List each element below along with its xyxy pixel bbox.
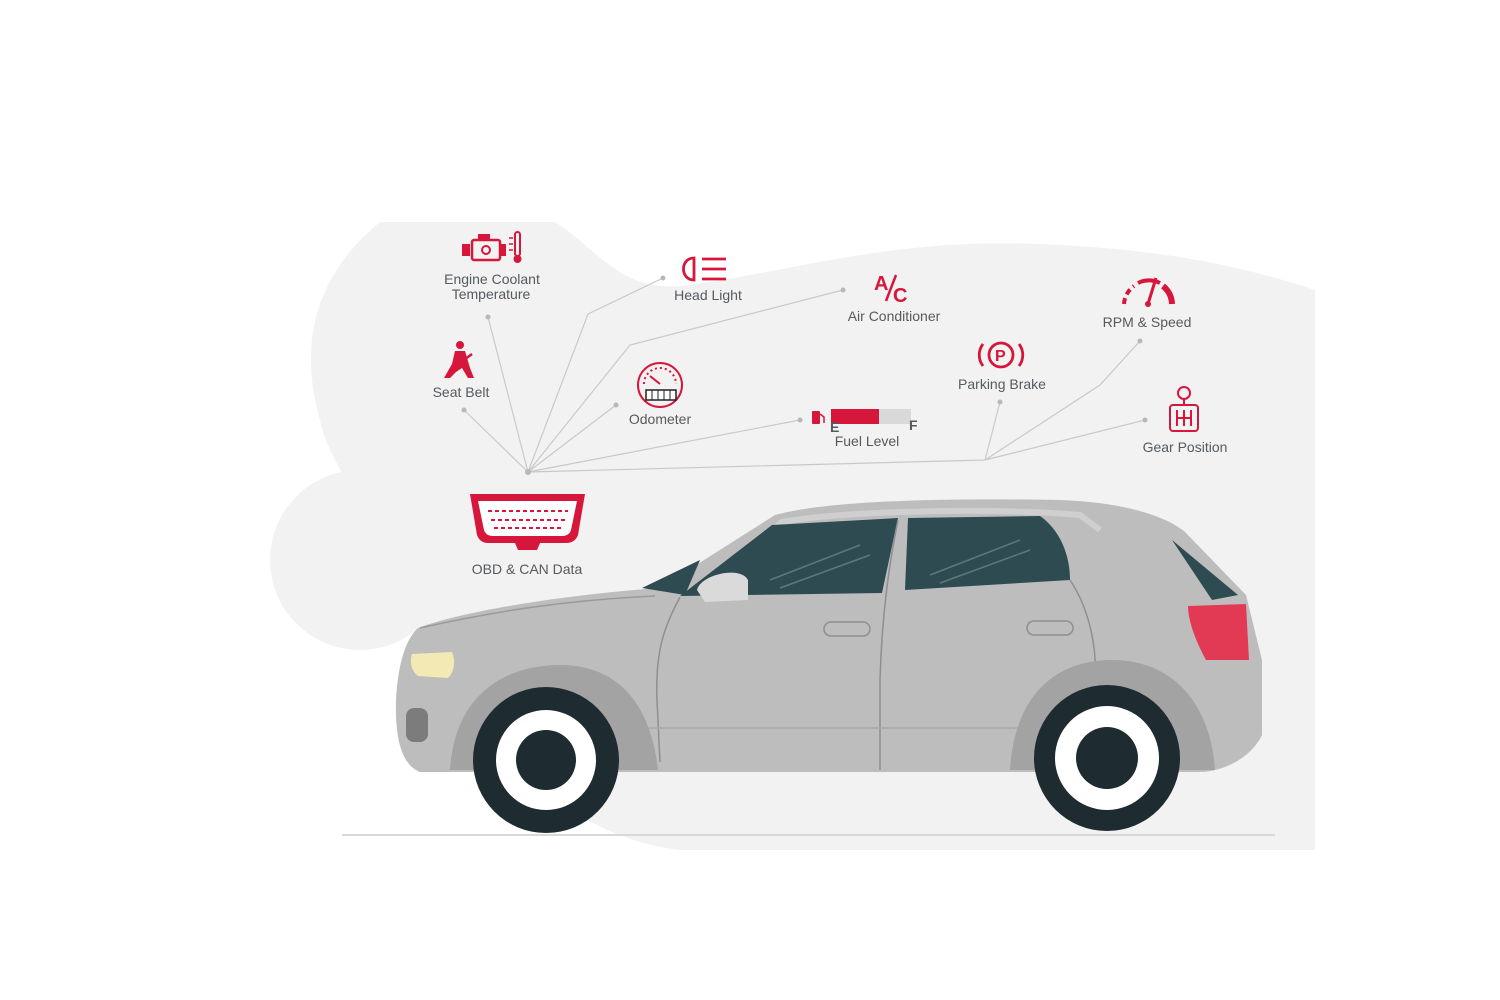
front-door-handle <box>823 621 871 637</box>
air-conditioner-label: Air Conditioner <box>848 308 941 324</box>
fog-light <box>406 708 428 742</box>
rear-wheel <box>1034 685 1180 831</box>
tachometer-icon <box>1122 277 1175 307</box>
fuel-empty-label: E <box>830 419 839 435</box>
seat-belt-icon <box>444 341 474 378</box>
side-mirror <box>697 572 748 602</box>
car-illustration <box>342 499 1275 836</box>
connector-lines <box>463 277 1146 473</box>
parking-brake-node: P Parking Brake <box>958 341 1046 392</box>
air-conditioner-node: A C Air Conditioner <box>848 273 941 324</box>
car-headlight <box>410 652 455 678</box>
obd-label: OBD & CAN Data <box>472 561 583 577</box>
gear-position-node: Gear Position <box>1143 386 1228 455</box>
fuel-pump-icon <box>812 411 825 424</box>
tail-light <box>1188 604 1249 660</box>
rpm-speed-node: RPM & Speed <box>1103 277 1192 330</box>
parking-brake-label: Parking Brake <box>958 376 1046 392</box>
obd-connector-icon <box>470 494 585 550</box>
head-light-node: Head Light <box>674 256 742 303</box>
parking-brake-icon: P <box>977 341 1025 369</box>
rear-door-handle <box>1026 620 1074 636</box>
quarter-window <box>1172 540 1238 600</box>
svg-text:A: A <box>874 273 888 295</box>
engine-coolant-node: Engine Coolant Temperature <box>444 231 540 302</box>
obd-node: OBD & CAN Data <box>470 494 585 577</box>
engine-thermometer-icon <box>462 231 522 263</box>
fuel-gauge-fill <box>831 409 879 424</box>
seat-belt-node: Seat Belt <box>433 341 490 400</box>
svg-text:P: P <box>995 348 1006 365</box>
seat-belt-label: Seat Belt <box>433 384 490 400</box>
rpm-speed-label: RPM & Speed <box>1103 314 1192 330</box>
connector-dots <box>461 275 1148 475</box>
headlight-icon <box>682 256 726 282</box>
gear-position-label: Gear Position <box>1143 439 1228 455</box>
engine-coolant-label-line1: Engine Coolant <box>444 271 540 287</box>
odometer-node: Odometer <box>629 362 692 427</box>
engine-coolant-label-line2: Temperature <box>452 286 531 302</box>
fuel-level-label: Fuel Level <box>835 433 900 449</box>
ac-icon: A C <box>874 273 907 307</box>
front-wheel <box>473 687 619 833</box>
odometer-label: Odometer <box>629 411 692 427</box>
gear-shift-icon <box>1169 386 1199 432</box>
fuel-level-node: E F Fuel Level <box>812 409 918 449</box>
svg-text:C: C <box>893 285 907 307</box>
odometer-icon <box>637 362 683 408</box>
head-light-label: Head Light <box>674 287 742 303</box>
fuel-full-label: F <box>909 417 918 433</box>
